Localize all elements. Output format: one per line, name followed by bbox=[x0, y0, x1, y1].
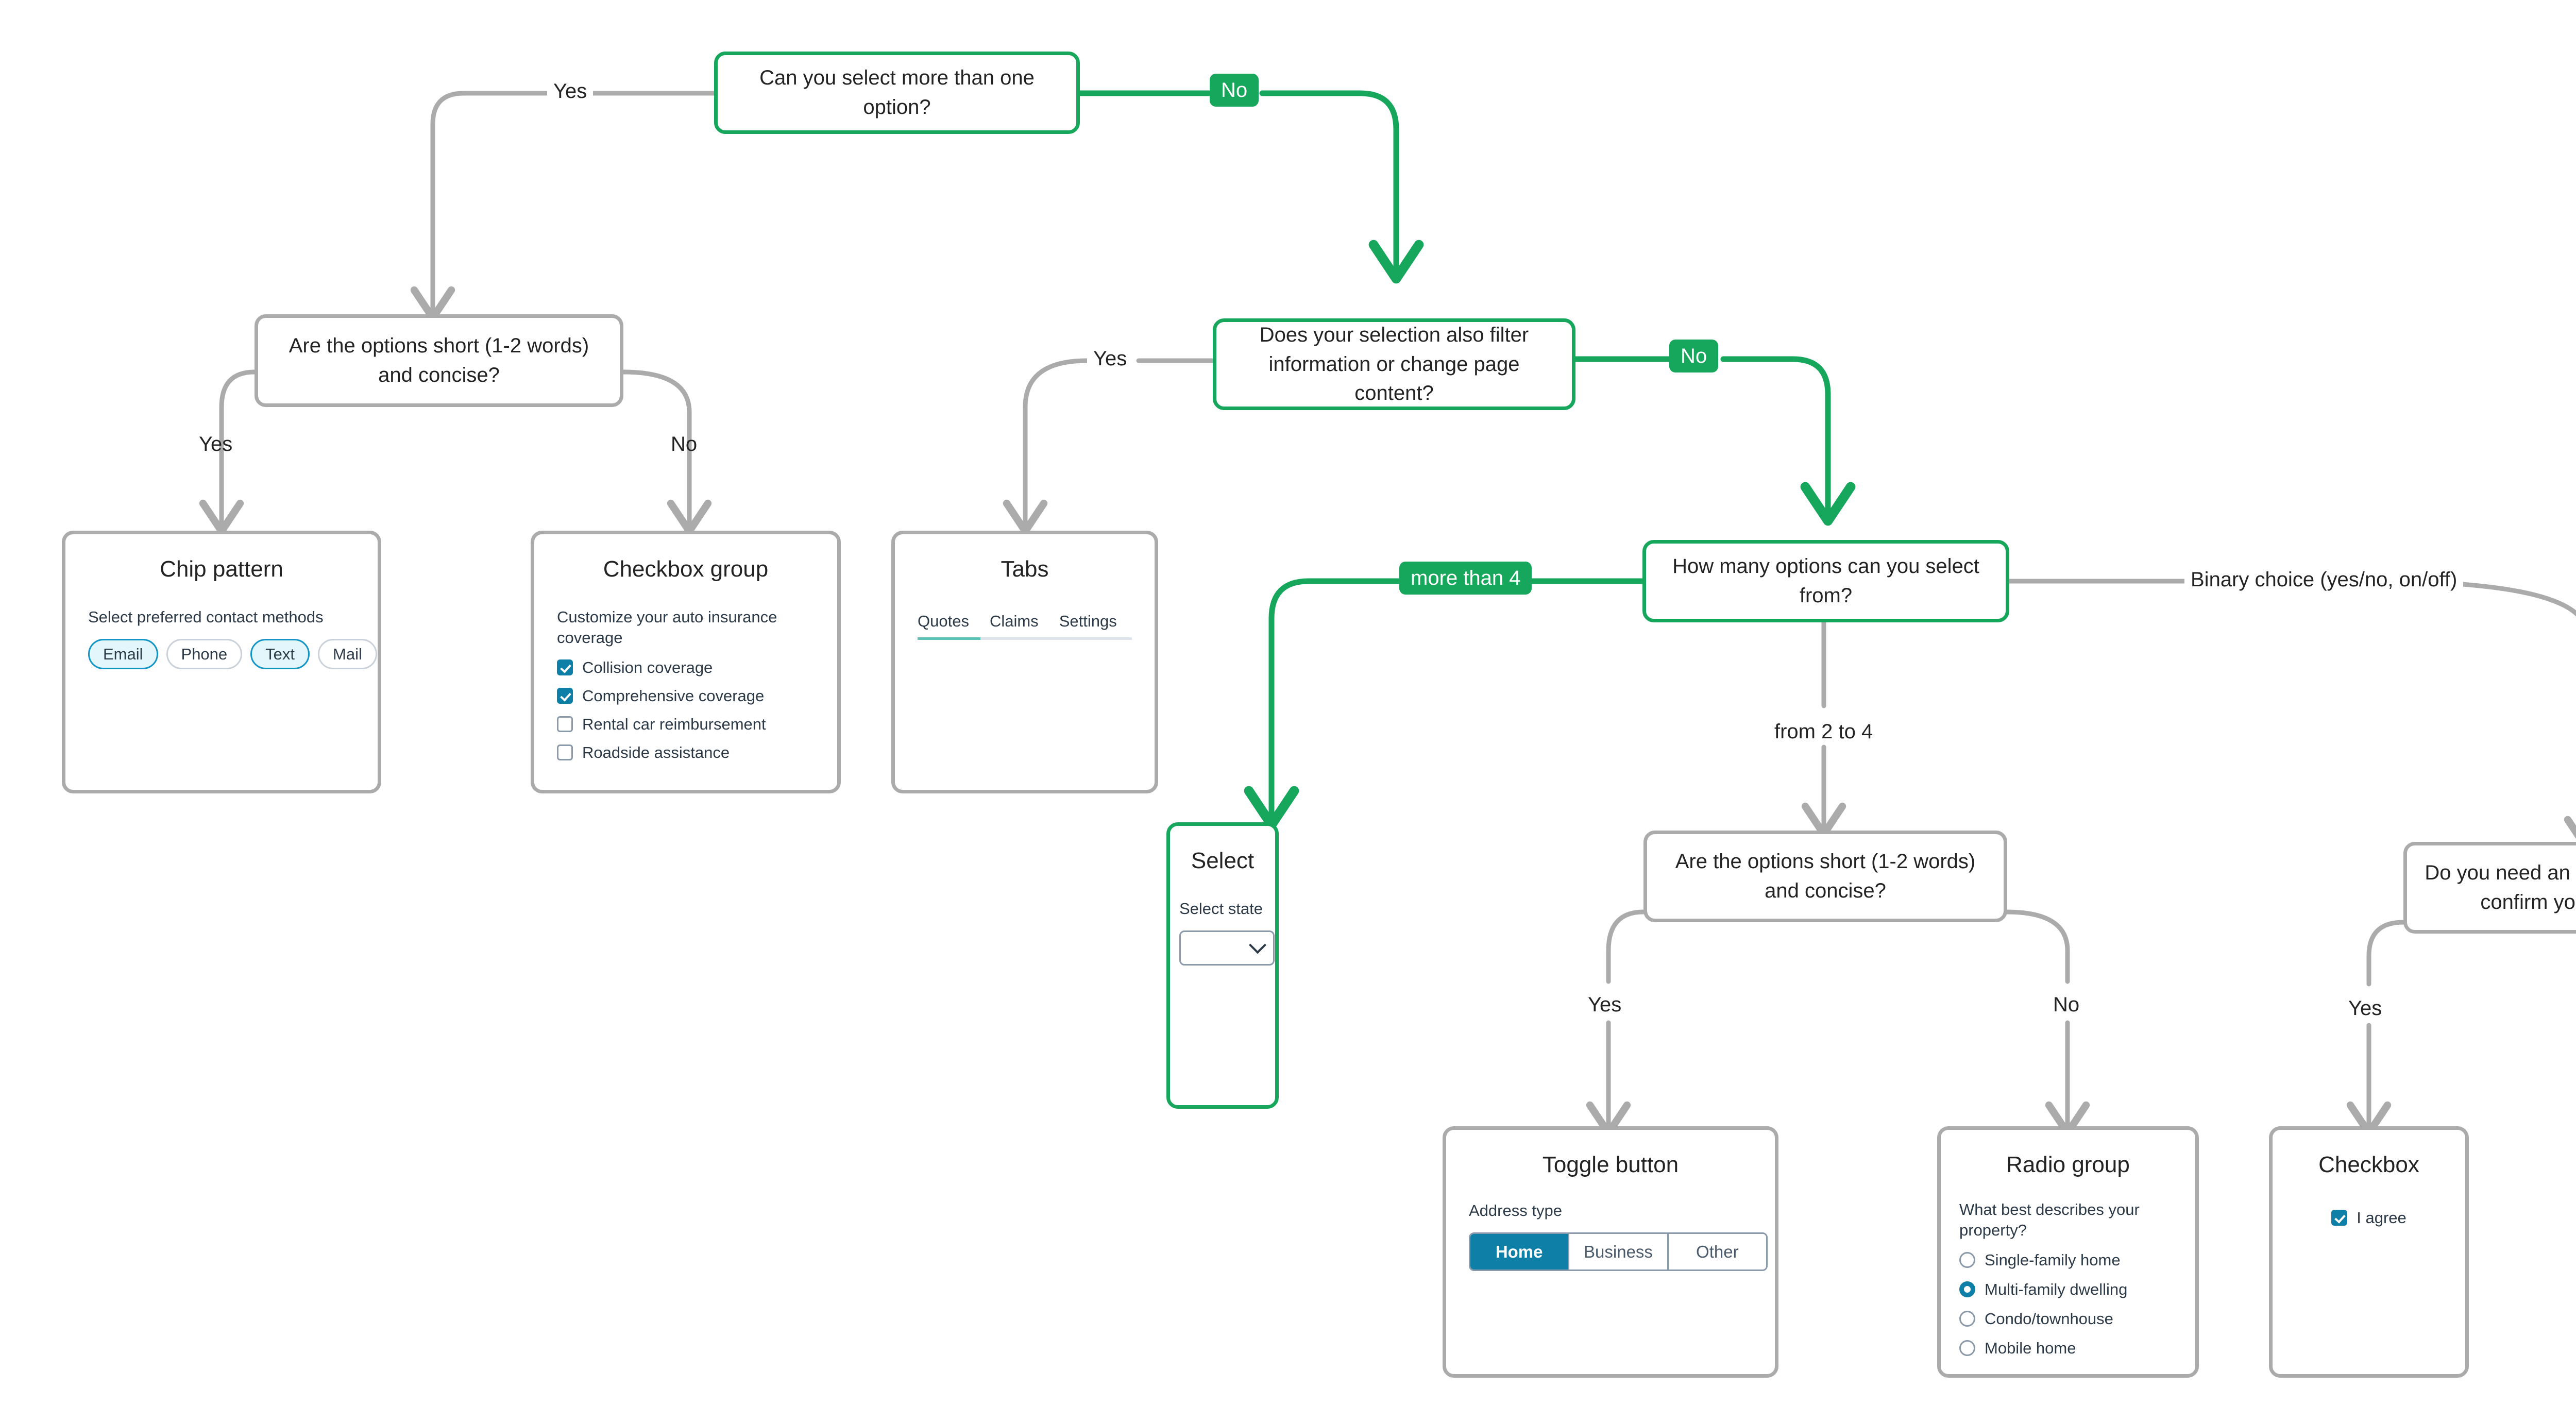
radio-group-label: What best describes your property? bbox=[1959, 1200, 2140, 1240]
tab-settings[interactable]: Settings bbox=[1059, 612, 1117, 630]
decision-filters-content-label: Does your selection also filter informat… bbox=[1259, 323, 1529, 405]
checkbox-checked-icon[interactable] bbox=[557, 659, 573, 676]
radio-unselected-icon[interactable] bbox=[1959, 1252, 1975, 1268]
radio-label-multi-family: Multi-family dwelling bbox=[1985, 1280, 2128, 1299]
edge-chip-no-filter: No bbox=[1669, 340, 1719, 373]
edge-label-yes-left: Yes bbox=[199, 433, 233, 455]
toggle-button-group: Home Business Other bbox=[1469, 1232, 1768, 1272]
tab-claims[interactable]: Claims bbox=[989, 612, 1039, 630]
chevron-down-icon bbox=[1249, 936, 1266, 954]
edge-label-yes-filter: Yes bbox=[1087, 347, 1133, 370]
decision-multi-select[interactable]: Can you select more than one option? bbox=[714, 52, 1080, 134]
card-checkbox: Checkbox I agree bbox=[2269, 1126, 2469, 1378]
radio-row-mobile-home[interactable]: Mobile home bbox=[1959, 1339, 2177, 1358]
radio-label-single-family: Single-family home bbox=[1985, 1251, 2121, 1269]
tab-list: Quotes Claims Settings bbox=[918, 613, 1132, 637]
toggle-button-label: Address type bbox=[1469, 1201, 1562, 1220]
radio-label-condo: Condo/townhouse bbox=[1985, 1310, 2113, 1328]
radio-selected-icon[interactable] bbox=[1959, 1281, 1975, 1298]
decision-needs-confirm-label: Do you need an additional action to conf… bbox=[2425, 861, 2576, 913]
radio-row-single-family[interactable]: Single-family home bbox=[1959, 1252, 2177, 1268]
decision-short-concise-mid[interactable]: Are the options short (1-2 words) and co… bbox=[1643, 831, 2007, 922]
toggle-segment-home[interactable]: Home bbox=[1470, 1234, 1570, 1270]
card-radio-group-title: Radio group bbox=[2006, 1152, 2130, 1177]
checkbox-unchecked-icon[interactable] bbox=[557, 716, 573, 733]
decision-short-concise-left[interactable]: Are the options short (1-2 words) and co… bbox=[255, 314, 623, 407]
radio-row-condo[interactable]: Condo/townhouse bbox=[1959, 1311, 2177, 1327]
checkbox-label-rental: Rental car reimbursement bbox=[582, 715, 766, 734]
select-label: Select state bbox=[1179, 899, 1263, 918]
card-radio-group-body: What best describes your property? Singl… bbox=[1941, 1179, 2195, 1357]
chip-mail[interactable]: Mail bbox=[318, 639, 377, 670]
checkbox-row-i-agree[interactable]: I agree bbox=[2331, 1208, 2406, 1227]
card-select-title: Select bbox=[1191, 848, 1255, 873]
card-select: Select Select state bbox=[1166, 822, 1279, 1109]
card-chip-pattern: Chip pattern Select preferred contact me… bbox=[62, 531, 381, 793]
decision-short-concise-mid-label: Are the options short (1-2 words) and co… bbox=[1675, 850, 1976, 902]
card-chip-pattern-title: Chip pattern bbox=[160, 556, 283, 582]
tabs-wrap: Quotes Claims Settings bbox=[895, 613, 1155, 640]
card-tabs-title: Tabs bbox=[1001, 556, 1049, 582]
checkbox-label-collision: Collision coverage bbox=[582, 658, 713, 677]
checkbox-row-comprehensive[interactable]: Comprehensive coverage bbox=[557, 688, 815, 704]
edge-label-no-mid: No bbox=[2053, 993, 2080, 1016]
edge-chip-no-top: No bbox=[1210, 74, 1259, 107]
checkbox-row-rental[interactable]: Rental car reimbursement bbox=[557, 715, 815, 734]
decision-filters-content[interactable]: Does your selection also filter informat… bbox=[1213, 318, 1575, 410]
card-checkbox-title: Checkbox bbox=[2318, 1152, 2419, 1177]
chip-group-label: Select preferred contact methods bbox=[88, 607, 324, 626]
radio-label-mobile-home: Mobile home bbox=[1985, 1339, 2076, 1358]
tabs-rule bbox=[918, 637, 1132, 640]
card-chip-pattern-body: Select preferred contact methods Email P… bbox=[65, 583, 378, 670]
card-checkbox-group-title: Checkbox group bbox=[603, 556, 769, 582]
decision-how-many-options-label: How many options can you select from? bbox=[1672, 555, 1979, 607]
edge-label-no-left: No bbox=[671, 433, 698, 455]
edge-label-yes-confirm: Yes bbox=[2348, 997, 2382, 1020]
card-toggle-button: Toggle button Address type Home Business… bbox=[1443, 1126, 1778, 1378]
radio-row-multi-family[interactable]: Multi-family dwelling bbox=[1959, 1280, 2177, 1299]
card-select-body: Select state bbox=[1170, 875, 1275, 966]
edge-label-yes-top: Yes bbox=[547, 80, 594, 103]
checkbox-label-roadside: Roadside assistance bbox=[582, 743, 730, 762]
card-checkbox-group: Checkbox group Customize your auto insur… bbox=[531, 531, 841, 793]
checkbox-row-roadside[interactable]: Roadside assistance bbox=[557, 743, 815, 762]
card-toggle-button-title: Toggle button bbox=[1542, 1152, 1679, 1177]
decision-short-concise-left-label: Are the options short (1-2 words) and co… bbox=[289, 334, 589, 386]
decision-multi-select-label: Can you select more than one option? bbox=[759, 66, 1035, 118]
checkbox-checked-icon[interactable] bbox=[557, 688, 573, 704]
checkbox-label-i-agree: I agree bbox=[2357, 1208, 2406, 1227]
select-input[interactable] bbox=[1179, 930, 1275, 966]
checkbox-row-collision[interactable]: Collision coverage bbox=[557, 658, 815, 677]
chip-phone[interactable]: Phone bbox=[166, 639, 243, 670]
card-checkbox-group-body: Customize your auto insurance coverage C… bbox=[534, 583, 837, 761]
chip-text[interactable]: Text bbox=[250, 639, 310, 670]
edge-chip-more-than-4: more than 4 bbox=[1399, 562, 1532, 595]
checkbox-label-comprehensive: Comprehensive coverage bbox=[582, 687, 765, 705]
edge-label-from-2-to-4: from 2 to 4 bbox=[1768, 720, 1879, 743]
toggle-segment-other[interactable]: Other bbox=[1668, 1234, 1766, 1270]
tab-quotes[interactable]: Quotes bbox=[918, 612, 969, 630]
tab-active-indicator bbox=[918, 637, 980, 640]
radio-unselected-icon[interactable] bbox=[1959, 1340, 1975, 1357]
edge-label-binary-choice: Binary choice (yes/no, on/off) bbox=[2184, 568, 2464, 591]
checkbox-group-label: Customize your auto insurance coverage bbox=[557, 607, 777, 647]
edge-label-yes-mid: Yes bbox=[1588, 993, 1622, 1016]
radio-unselected-icon[interactable] bbox=[1959, 1311, 1975, 1327]
decision-needs-confirm[interactable]: Do you need an additional action to conf… bbox=[2403, 842, 2576, 934]
card-toggle-button-body: Address type Home Business Other bbox=[1446, 1179, 1775, 1272]
checkbox-unchecked-icon[interactable] bbox=[557, 744, 573, 761]
decision-how-many-options[interactable]: How many options can you select from? bbox=[1642, 540, 2009, 622]
card-tabs: Tabs Quotes Claims Settings bbox=[891, 531, 1158, 793]
card-checkbox-body: I agree bbox=[2273, 1179, 2465, 1238]
toggle-segment-business[interactable]: Business bbox=[1569, 1234, 1669, 1270]
checkbox-checked-icon[interactable] bbox=[2331, 1209, 2348, 1226]
chip-email[interactable]: Email bbox=[88, 639, 158, 670]
card-radio-group: Radio group What best describes your pro… bbox=[1937, 1126, 2199, 1378]
chip-group: Email Phone Text Mail bbox=[88, 639, 377, 670]
